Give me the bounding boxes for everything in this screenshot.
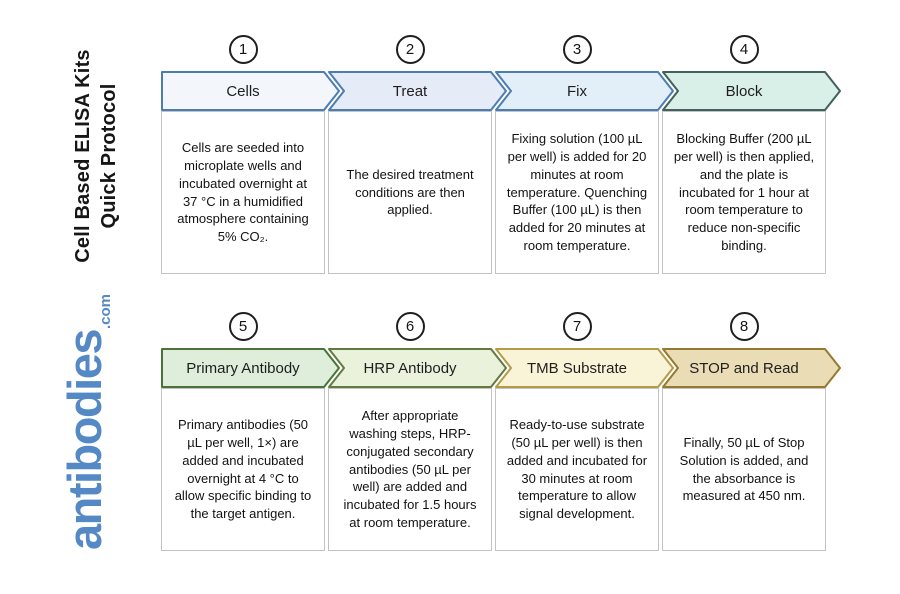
step-description: Cells are seeded into microplate wells a…	[177, 139, 309, 245]
protocol-row-2: 5 Primary Antibody Primary antibodies (5…	[161, 312, 841, 551]
step-description: Primary antibodies (50 µL per well, 1×) …	[174, 416, 312, 522]
step-number-badge: 7	[562, 312, 592, 341]
chevron-shape	[662, 71, 841, 111]
step-column-7: 7 TMB Substrate Ready-to-use substrate (…	[495, 312, 674, 551]
chevron-shape	[495, 348, 674, 388]
step-label: Treat	[392, 82, 428, 100]
step-chevron: Fix	[495, 71, 674, 111]
step-column-3: 3 Fix Fixing solution (100 µL per well) …	[495, 35, 674, 274]
step-chevron: Cells	[161, 71, 340, 111]
step-number-badge: 6	[395, 312, 425, 341]
step-number: 7	[572, 318, 582, 335]
step-number-badge: 2	[395, 35, 425, 64]
step-description-box: Fixing solution (100 µL per well) is add…	[495, 111, 659, 274]
chevron-shape	[161, 71, 340, 111]
chevron-arrow-icon	[662, 71, 841, 111]
step-column-8: 8 STOP and Read Finally, 50 µL of Stop S…	[662, 312, 841, 551]
step-number: 2	[405, 41, 415, 58]
step-description: Ready-to-use substrate (50 µL per well) …	[506, 416, 648, 522]
step-column-6: 6 HRP Antibody After appropriate washing…	[328, 312, 507, 551]
step-column-1: 1 Cells Cells are seeded into microplate…	[161, 35, 340, 274]
chevron-arrow-icon	[161, 71, 340, 111]
step-label: TMB Substrate	[526, 359, 628, 377]
step-number-badge: 3	[562, 35, 592, 64]
chevron-arrow-icon	[495, 71, 674, 111]
step-number: 3	[572, 41, 582, 58]
step-chevron: Block	[662, 71, 841, 111]
page-title: Cell Based ELISA Kits Quick Protocol	[70, 41, 124, 271]
step-column-4: 4 Block Blocking Buffer (200 µL per well…	[662, 35, 841, 274]
step-chevron: STOP and Read	[662, 348, 841, 388]
step-chevron: TMB Substrate	[495, 348, 674, 388]
step-number-badge: 5	[228, 312, 258, 341]
step-description-box: Finally, 50 µL of Stop Solution is added…	[662, 388, 826, 551]
step-description-box: Primary antibodies (50 µL per well, 1×) …	[161, 388, 325, 551]
step-chevron: Primary Antibody	[161, 348, 340, 388]
step-label: Cells	[226, 82, 260, 100]
brand-logo-suffix: .com	[97, 293, 114, 329]
chevron-shape	[161, 348, 340, 388]
step-number-badge: 8	[729, 312, 759, 341]
step-number-badge: 1	[228, 35, 258, 64]
step-chevron: HRP Antibody	[328, 348, 507, 388]
step-label: HRP Antibody	[363, 359, 457, 377]
protocol-row-1: 1 Cells Cells are seeded into microplate…	[161, 35, 841, 274]
step-number: 8	[739, 318, 749, 335]
chevron-shape	[328, 348, 507, 388]
step-description-box: The desired treatment conditions are the…	[328, 111, 492, 274]
chevron-shape	[328, 71, 507, 111]
page-title-line2: Quick Protocol	[98, 83, 120, 229]
step-label: Fix	[567, 82, 587, 100]
step-description: Fixing solution (100 µL per well) is add…	[506, 130, 648, 254]
step-description-box: After appropriate washing steps, HRP-con…	[328, 388, 492, 551]
chevron-shape	[662, 348, 841, 388]
chevron-arrow-icon	[161, 348, 340, 388]
protocol-flow: 1 Cells Cells are seeded into microplate…	[161, 35, 841, 551]
step-label: Block	[725, 82, 763, 100]
step-label: STOP and Read	[689, 359, 799, 377]
chevron-arrow-icon	[495, 348, 674, 388]
step-column-5: 5 Primary Antibody Primary antibodies (5…	[161, 312, 340, 551]
step-description-box: Ready-to-use substrate (50 µL per well) …	[495, 388, 659, 551]
step-description-box: Blocking Buffer (200 µL per well) is the…	[662, 111, 826, 274]
step-description: After appropriate washing steps, HRP-con…	[343, 407, 477, 531]
step-number-badge: 4	[729, 35, 759, 64]
chevron-arrow-icon	[662, 348, 841, 388]
chevron-arrow-icon	[328, 71, 507, 111]
step-label: Primary Antibody	[186, 359, 300, 377]
step-chevron: Treat	[328, 71, 507, 111]
step-description: The desired treatment conditions are the…	[346, 166, 474, 218]
step-number: 1	[238, 41, 248, 58]
step-description: Blocking Buffer (200 µL per well) is the…	[673, 130, 815, 254]
step-number: 4	[739, 41, 749, 58]
chevron-arrow-icon	[328, 348, 507, 388]
chevron-shape	[495, 71, 674, 111]
page-title-line1: Cell Based ELISA Kits	[72, 49, 94, 263]
step-number: 5	[238, 318, 248, 335]
step-number: 6	[405, 318, 415, 335]
brand-logo-text: antibodies	[58, 330, 111, 551]
step-description-box: Cells are seeded into microplate wells a…	[161, 111, 325, 274]
brand-logo: antibodies .com	[57, 272, 127, 572]
step-column-2: 2 Treat The desired treatment conditions…	[328, 35, 507, 274]
step-description: Finally, 50 µL of Stop Solution is added…	[679, 434, 809, 504]
